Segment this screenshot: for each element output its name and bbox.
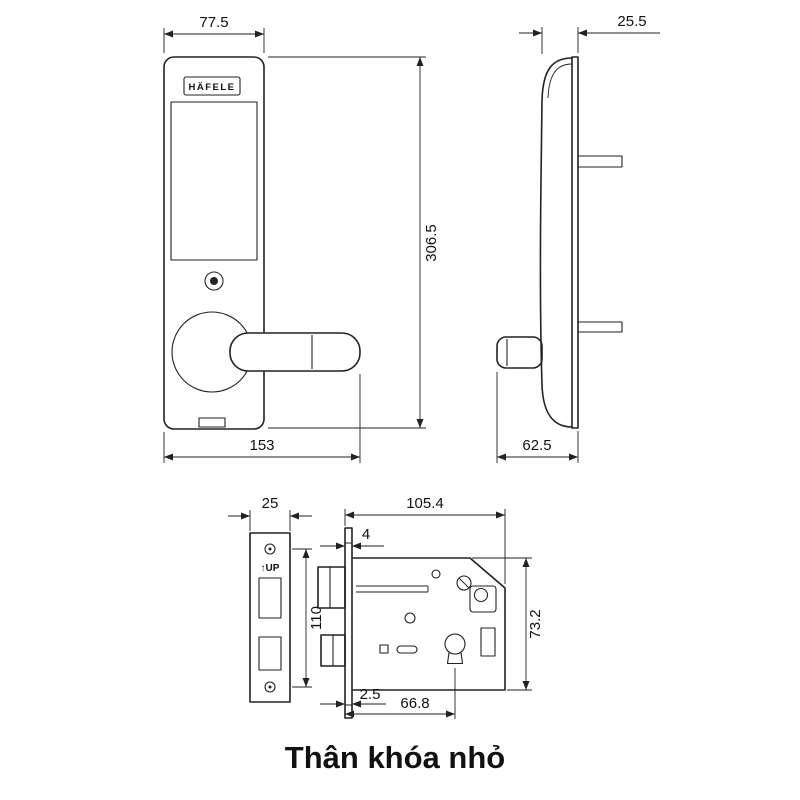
screw-hole-bottom (264, 681, 276, 693)
dim-backset: 66.8 (345, 668, 456, 719)
screw-boss (456, 575, 472, 591)
lockbody-faceplate-edge (344, 527, 353, 719)
dim-bottom-offset-label: 2.5 (360, 686, 381, 703)
deadbolt-cutout (258, 636, 282, 671)
faceplate-outline (249, 532, 291, 703)
dim-backset-label: 66.8 (400, 695, 429, 712)
front-body-outline (163, 56, 265, 430)
front-bottom-detail (198, 417, 226, 428)
screw-slot (458, 577, 470, 589)
dim-body-front-offset-label: 4 (362, 526, 370, 543)
front-view: HÄFELE 77.5 306.5 153 (163, 14, 440, 463)
dim-faceplate-width-label: 25 (262, 495, 279, 512)
pin-hole (431, 569, 441, 579)
dim-front-total-width-label: 153 (249, 437, 274, 454)
side-cover-inner-line (547, 63, 573, 99)
dim-faceplate-width: 25 (228, 495, 312, 531)
dim-side-depth-label: 25.5 (617, 13, 646, 30)
screw-hole-top-dot (268, 547, 272, 551)
screw-hole-bottom-dot (268, 685, 272, 689)
screw-hole-top (264, 543, 276, 555)
cylinder-hole (444, 633, 466, 655)
side-view: 25.5 62.5 (496, 13, 660, 463)
side-handle-section (496, 336, 543, 369)
dim-body-width-label: 105.4 (406, 495, 444, 512)
spindle-upper (577, 155, 623, 168)
hafele-logo-box (183, 76, 241, 96)
stop-block (379, 644, 389, 654)
dim-faceplate-height-label: 110 (308, 606, 325, 630)
latch-bolt (317, 566, 346, 609)
caption: Thân khóa nhỏ (285, 740, 505, 775)
dim-side-total-depth-label: 62.5 (522, 437, 551, 454)
hafele-logo-text: HÄFELE (189, 82, 236, 93)
dim-front-width: 77.5 (163, 14, 265, 53)
side-plate (571, 56, 579, 429)
latch-cutout (258, 577, 282, 619)
dim-front-height: 306.5 (268, 56, 440, 429)
up-marking: ↑UP (261, 563, 280, 574)
dim-faceplate-height: 110 (292, 548, 325, 688)
spring-bar (356, 585, 429, 593)
deadbolt-slider (480, 627, 496, 657)
dim-front-width-label: 77.5 (199, 14, 228, 31)
dim-side-depth: 25.5 (519, 13, 660, 54)
front-panel (170, 101, 258, 261)
cylinder-tab (446, 652, 464, 665)
lockbody-view: 105.4 4 73.2 2.5 66.8 (317, 495, 544, 719)
dim-bottom-offset: 2.5 (320, 686, 386, 708)
dim-body-front-offset: 4 (320, 526, 384, 550)
dim-front-height-label: 306.5 (423, 224, 440, 262)
follower-square (469, 585, 497, 613)
faceplate-screw-ticks (345, 542, 352, 706)
faceplate-view: ↑UP 25 110 (228, 495, 325, 703)
keyhole-button (204, 271, 224, 291)
dim-side-total-depth: 62.5 (496, 372, 579, 463)
slot-capsule (396, 645, 418, 654)
dim-body-width: 105.4 (344, 495, 506, 584)
lockbody-outline (351, 557, 506, 691)
handle-lever (229, 332, 361, 372)
spindle-lower (577, 321, 623, 333)
dim-body-height: 73.2 (472, 557, 544, 691)
dim-front-total-width: 153 (163, 374, 361, 463)
dim-body-height-label: 73.2 (527, 609, 544, 638)
fixing-hole (404, 612, 416, 624)
side-cover-profile (539, 57, 573, 428)
follower-hole (473, 587, 489, 603)
keyhole-button-dot (210, 277, 218, 285)
